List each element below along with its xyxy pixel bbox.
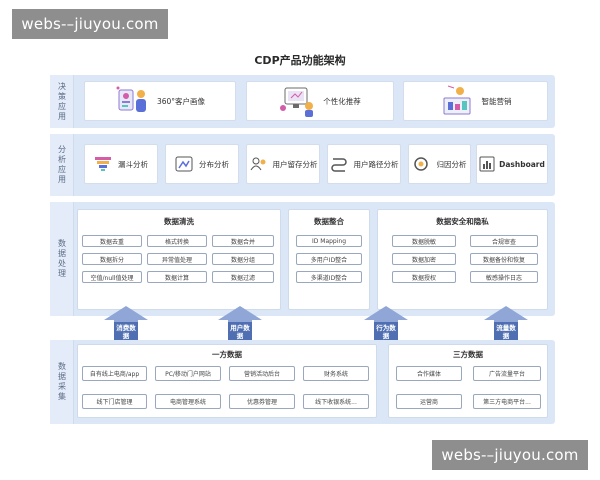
- list-item: 广告流量平台: [473, 366, 541, 381]
- list-item: 多渠道ID整合: [296, 271, 362, 283]
- panel-title: 三方数据: [453, 350, 483, 359]
- list-item: 数据拆分: [82, 253, 142, 265]
- list-item: 运营商: [396, 394, 462, 409]
- list-item: 数据计算: [147, 271, 207, 283]
- list-item: 数据去重: [82, 235, 142, 247]
- list-item: ID Mapping: [296, 235, 362, 247]
- list-item: 合作媒体: [396, 366, 462, 381]
- card-label: 个性化推荐: [323, 96, 361, 106]
- card-label: 360°客户画像: [156, 96, 206, 106]
- list-item: 优惠券管理: [229, 394, 295, 409]
- list-item: 数据授权: [392, 271, 456, 283]
- customer-portrait-icon: [115, 84, 151, 118]
- card-funnel-analysis: 漏斗分析: [84, 144, 158, 184]
- list-item: 电商管理系统: [155, 394, 221, 409]
- diagram-title: CDP产品功能架构: [254, 54, 346, 67]
- card-label: 分布分析: [199, 159, 229, 169]
- watermark-bottom: webs-–jiuyou.com: [432, 440, 588, 470]
- card-customer-portrait: 360°客户画像: [84, 81, 236, 121]
- card-label: Dashboard: [499, 159, 545, 169]
- list-item: 财务系统: [303, 366, 369, 381]
- card-label: 漏斗分析: [118, 159, 148, 169]
- card-attribution-analysis: 归因分析: [408, 144, 471, 184]
- decision-layer-label: 决策应用: [50, 75, 74, 128]
- card-label: 智能营销: [481, 96, 512, 106]
- list-item: 数据备份和恢复: [470, 253, 538, 265]
- list-item: 数据合并: [212, 235, 274, 247]
- marketing-icon: [440, 84, 476, 118]
- funnel-icon: [94, 156, 112, 172]
- list-item: 线下收银系统...: [303, 394, 369, 409]
- list-item: 空值/null值处理: [82, 271, 142, 283]
- processing-layer-label: 数据处理: [50, 202, 74, 316]
- attribution-icon: [413, 156, 431, 172]
- analysis-layer-label: 分析应用: [50, 134, 74, 196]
- card-path-analysis: 用户路径分析: [327, 144, 401, 184]
- list-item: 自有线上电商/app: [82, 366, 147, 381]
- list-item: 数据加密: [392, 253, 456, 265]
- arrow-label: 消费数据: [114, 322, 138, 342]
- list-item: 敏感操作日志: [470, 271, 538, 283]
- list-item: 线下门店管理: [82, 394, 147, 409]
- list-item: 数据分组: [212, 253, 274, 265]
- panel-title: 一方数据: [212, 350, 242, 359]
- panel-title: 数据清洗: [164, 217, 194, 226]
- collection-layer-label: 数据采集: [50, 340, 74, 424]
- list-item: 多用户ID整合: [296, 253, 362, 265]
- list-item: 营销活动后台: [229, 366, 295, 381]
- card-label: 归因分析: [436, 159, 467, 169]
- list-item: 数据过滤: [212, 271, 274, 283]
- dashboard-icon: [479, 156, 495, 172]
- arrow-label: 行为数据: [374, 322, 398, 342]
- card-retention-analysis: 用户留存分析: [246, 144, 320, 184]
- watermark-top: webs-–jiuyou.com: [12, 9, 168, 39]
- card-label: 用户留存分析: [272, 159, 318, 169]
- list-item: 格式转换: [147, 235, 207, 247]
- card-personalized-recommend: 个性化推荐: [246, 81, 394, 121]
- list-item: 合规审查: [470, 235, 538, 247]
- card-smart-marketing: 智能营销: [403, 81, 548, 121]
- arrow-label: 用户数据: [228, 322, 252, 342]
- retention-icon: [249, 156, 267, 172]
- list-item: 第三方电商平台...: [473, 394, 541, 409]
- card-distribution-analysis: 分布分析: [165, 144, 239, 184]
- list-item: 异常值处理: [147, 253, 207, 265]
- arrow-label: 流量数据: [494, 322, 518, 342]
- panel-title: 数据安全和隐私: [436, 217, 489, 226]
- distribution-icon: [175, 156, 193, 172]
- list-item: PC/移动门户网站: [155, 366, 221, 381]
- card-label: 用户路径分析: [353, 159, 399, 169]
- card-dashboard: Dashboard: [476, 144, 548, 184]
- list-item: 数据脱敏: [392, 235, 456, 247]
- panel-title: 数据整合: [314, 217, 344, 226]
- recommend-icon: [279, 84, 317, 118]
- path-icon: [330, 156, 348, 172]
